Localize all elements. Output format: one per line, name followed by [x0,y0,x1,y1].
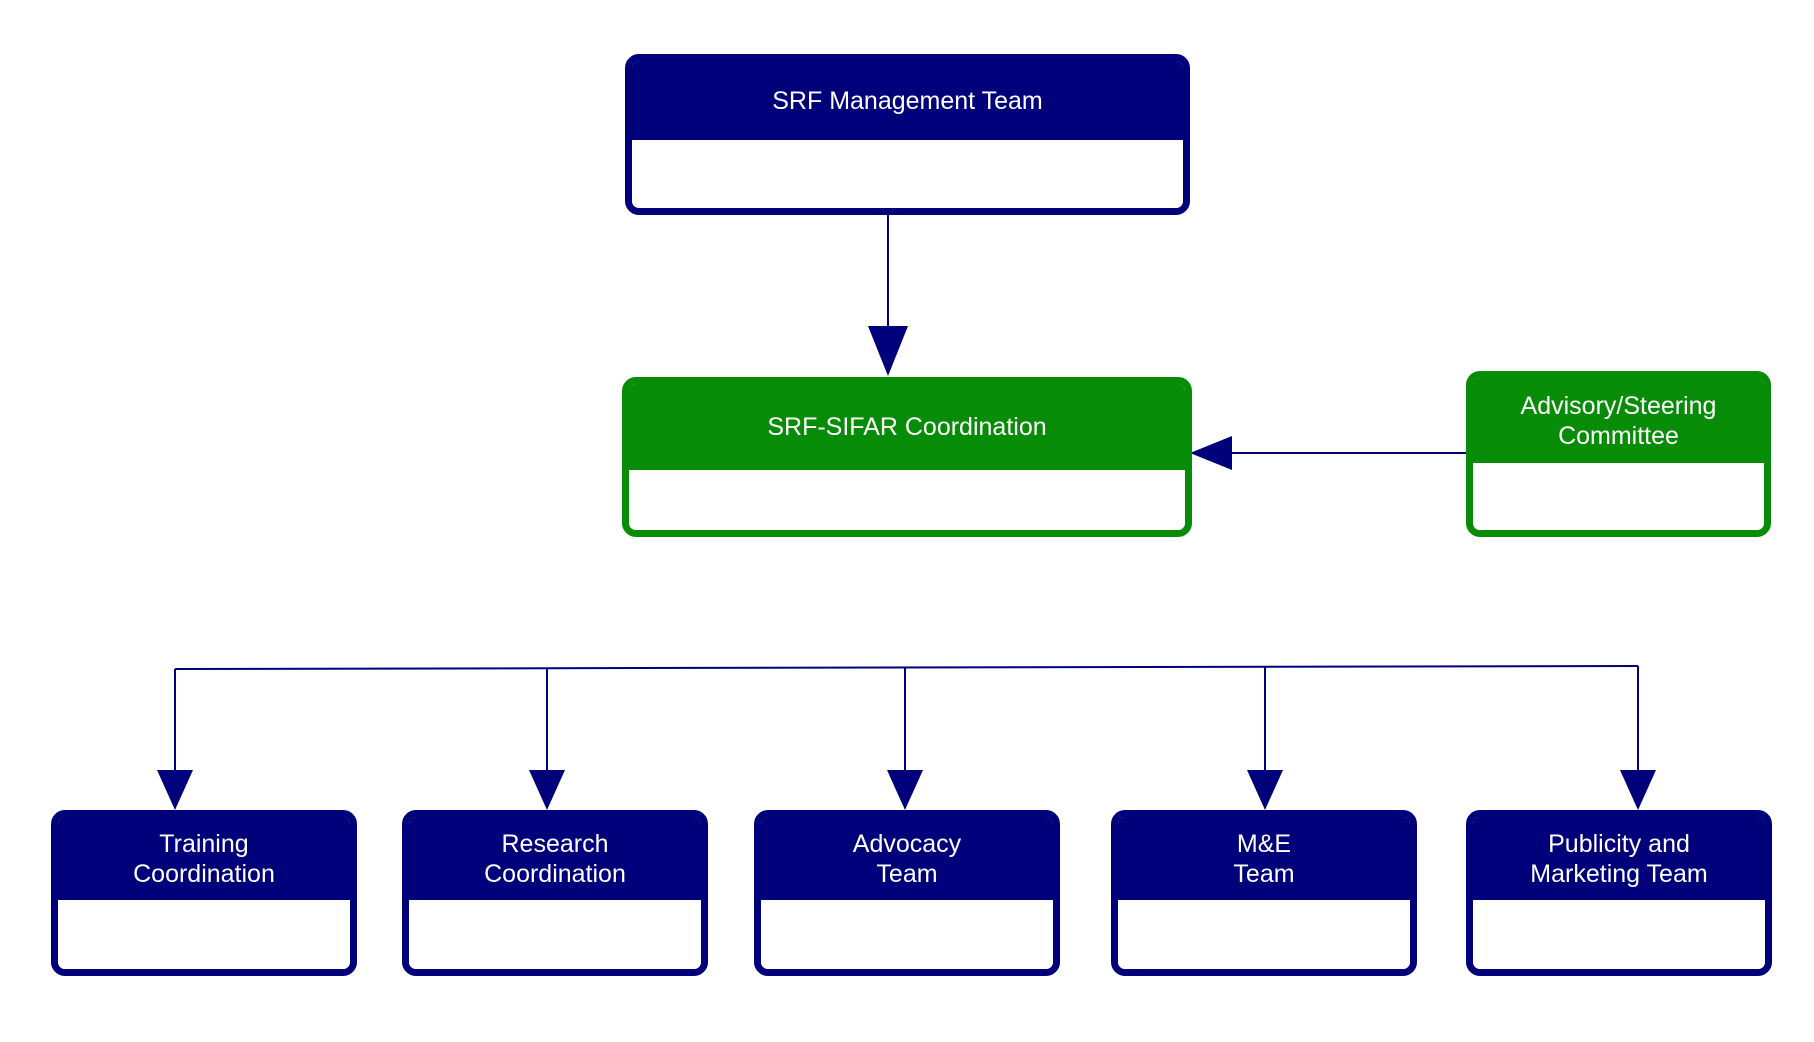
arrowhead-coordination [868,326,908,376]
node-advocacy-body [761,900,1053,969]
node-training-coordination: Training Coordination [51,810,357,976]
node-advisory-body [1473,463,1764,530]
arrowhead-advocacy [887,770,923,810]
node-management-title: SRF Management Team [632,61,1183,140]
arrowhead-publicity [1620,770,1656,810]
node-publicity-title: Publicity and Marketing Team [1473,817,1765,900]
arrowhead-training [157,770,193,810]
arrowhead-me [1247,770,1283,810]
arrowhead-research [529,770,565,810]
node-advisory-title: Advisory/Steering Committee [1473,378,1764,463]
node-training-title: Training Coordination [58,817,350,900]
node-coordination: SRF-SIFAR Coordination [622,377,1192,537]
node-management-team: SRF Management Team [625,54,1190,215]
node-coordination-title: SRF-SIFAR Coordination [629,384,1185,470]
node-publicity-team: Publicity and Marketing Team [1466,810,1772,976]
node-training-body [58,900,350,969]
node-me-title: M&E Team [1118,817,1410,900]
node-publicity-body [1473,900,1765,969]
node-advisory-committee: Advisory/Steering Committee [1466,371,1771,537]
node-management-body [632,140,1183,208]
node-advocacy-team: Advocacy Team [754,810,1060,976]
arrowhead-coordination-side [1190,436,1232,470]
node-advocacy-title: Advocacy Team [761,817,1053,900]
node-research-coordination: Research Coordination [402,810,708,976]
node-me-body [1118,900,1410,969]
node-research-body [409,900,701,969]
connector-bus [174,665,1639,670]
node-me-team: M&E Team [1111,810,1417,976]
node-research-title: Research Coordination [409,817,701,900]
node-coordination-body [629,470,1185,530]
